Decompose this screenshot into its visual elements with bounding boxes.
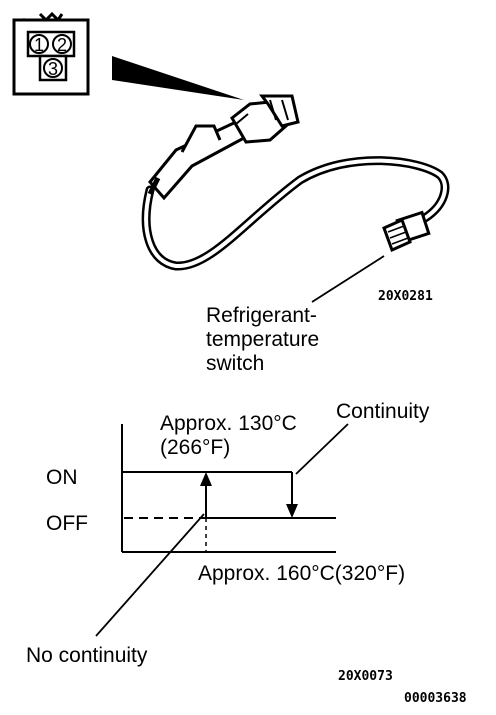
figure-code-top: 20X0281 xyxy=(378,289,433,304)
pin-1-circle xyxy=(29,34,49,54)
temp-high-label-line-2: (266°F) xyxy=(160,436,230,459)
rising-arrowhead xyxy=(200,472,212,486)
cable-outer xyxy=(141,156,450,271)
figure-code-bottom: 20X0073 xyxy=(338,669,393,684)
no-continuity-label: No continuity xyxy=(26,644,148,667)
harness-tape xyxy=(147,176,161,196)
pin-3-circle xyxy=(43,58,63,78)
state-on-label: ON xyxy=(46,466,78,489)
temp-high-label-line-1: Approx. 130°C xyxy=(160,412,297,435)
hysteresis-graph: ON OFF Approx. 130°C (266°F) Continuity … xyxy=(26,400,430,667)
inset-pointer-wedge xyxy=(112,56,244,100)
connector-inset: 1 2 3 xyxy=(12,11,90,96)
no-continuity-leader xyxy=(95,513,205,637)
switch-label-line-1: Refrigerant- xyxy=(206,304,317,327)
state-off-label: OFF xyxy=(46,512,88,535)
pin-3-label: 3 xyxy=(48,59,58,79)
connector-body xyxy=(230,94,300,144)
pin-1-label: 1 xyxy=(34,35,44,55)
temp-low-label: Approx. 160°C(320°F) xyxy=(198,562,405,585)
switch-label-leader xyxy=(311,255,385,303)
cable-inner xyxy=(144,158,447,269)
harness-clip xyxy=(180,124,222,153)
switch-label-line-2: temperature xyxy=(206,328,319,351)
pin-2-label: 2 xyxy=(57,35,67,55)
continuity-leader xyxy=(295,423,349,475)
switch-threaded-end xyxy=(382,210,431,253)
continuity-label: Continuity xyxy=(336,400,430,423)
switch-label-line-3: switch xyxy=(206,352,264,375)
pin-2-circle xyxy=(52,34,72,54)
switch-illustration xyxy=(141,94,450,271)
page-code: 00003638 xyxy=(404,691,467,706)
falling-arrowhead xyxy=(286,504,298,518)
connector-latch-mark-2 xyxy=(38,11,64,23)
